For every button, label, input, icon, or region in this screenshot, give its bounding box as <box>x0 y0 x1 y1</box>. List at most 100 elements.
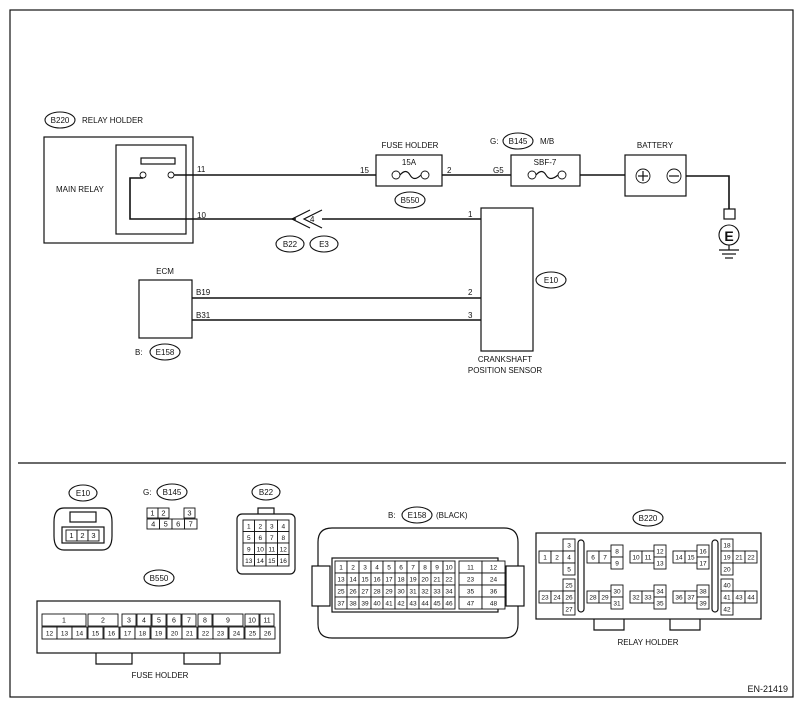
e10-pin-2: 2 <box>80 531 84 540</box>
e3-tag-label: E3 <box>319 240 329 249</box>
sbf-pin-g5: G5 <box>493 166 504 175</box>
b550-pinout-tag <box>143 569 175 587</box>
b220-pin-12: 12 <box>656 549 664 556</box>
e158-pin-36: 36 <box>490 589 498 596</box>
b22-pin-11: 11 <box>268 546 275 553</box>
b22-pin-12: 12 <box>280 546 288 553</box>
e158-pin-16: 16 <box>373 577 381 584</box>
b22-tag-label: B22 <box>283 240 298 249</box>
b22-pin-10: 10 <box>257 546 265 553</box>
e158-pin-9: 9 <box>435 565 439 572</box>
e158-pin-22: 22 <box>445 577 453 584</box>
b550-pin-25: 25 <box>249 631 257 638</box>
b220-divider-right <box>711 539 719 613</box>
b220-pin-8: 8 <box>615 549 619 556</box>
b220-pin-42-cell <box>720 602 734 616</box>
b220-pin-18: 18 <box>723 543 731 550</box>
b220-pin-9-cell <box>610 556 624 570</box>
e158-pin-26: 26 <box>349 589 357 596</box>
b550-pin-10: 10 <box>248 618 256 625</box>
b145-pin-1: 1 <box>150 509 154 518</box>
relay-pin-11: 11 <box>197 165 206 174</box>
fuse-holder-label: FUSE HOLDER <box>382 141 439 150</box>
b550-pin-19-cell <box>150 626 167 640</box>
b220-pin-33: 33 <box>644 595 652 602</box>
b550-pin-14: 14 <box>76 631 84 638</box>
b220-pin-44: 44 <box>747 595 755 602</box>
e158-pin-1: 1 <box>339 565 343 572</box>
e10-pinout-tag-label: E10 <box>76 489 91 498</box>
b550-tag <box>394 191 426 209</box>
b550-pin-21: 21 <box>186 631 194 638</box>
b145-pin-3-cell <box>183 507 196 519</box>
b145-tag <box>502 132 534 150</box>
e10-pinout-tag <box>68 484 98 502</box>
e158-pin-8: 8 <box>423 565 427 572</box>
b22-pin-16-cell <box>277 554 290 567</box>
b220-pin-1: 1 <box>543 555 547 562</box>
e10-latch <box>69 511 97 523</box>
b220-pin-44-cell <box>744 590 758 604</box>
e158-pin-47: 47 <box>467 601 475 608</box>
e158-pin-4: 4 <box>375 565 379 572</box>
e158-pin-17: 17 <box>385 577 393 584</box>
b550-pin-15-cell <box>87 626 104 640</box>
e158-pin-11: 11 <box>467 565 474 572</box>
b145-pinout-tag <box>156 483 188 501</box>
b550-pin-17: 17 <box>124 631 132 638</box>
e158-pin-48: 48 <box>490 601 498 608</box>
e10-pin-area <box>61 526 105 544</box>
b550-pin-9: 9 <box>226 618 230 625</box>
b550-pin-5: 5 <box>157 618 161 625</box>
b220-pin-21: 21 <box>735 555 743 562</box>
b220-pin-27: 27 <box>565 607 573 614</box>
e158-pin-2: 2 <box>351 565 355 572</box>
ecm-box <box>138 279 193 339</box>
b22-pin-14: 14 <box>257 558 265 565</box>
b145-tag-label: B145 <box>509 137 528 146</box>
relay-internal-wire <box>129 177 193 220</box>
e158-pin-30: 30 <box>397 589 405 596</box>
crankshaft-label-1: CRANKSHAFT <box>478 355 532 364</box>
b22-pin-3: 3 <box>270 523 274 530</box>
relay-contact-a <box>139 171 147 179</box>
b220-pin-28: 28 <box>589 595 597 602</box>
fuse-holder-box <box>375 154 443 187</box>
b220-pin-37: 37 <box>687 595 695 602</box>
b220-pin-27-cell <box>562 602 576 616</box>
b220-pin-20-cell <box>720 562 734 576</box>
e158-tag-top <box>149 343 181 361</box>
b220-pin-38: 38 <box>699 589 707 596</box>
fuse-pin-15: 15 <box>360 166 369 175</box>
b220-pin-43: 43 <box>735 595 743 602</box>
relay-holder-label: RELAY HOLDER <box>82 116 143 125</box>
b220-pin-20: 20 <box>723 567 731 574</box>
b220-pin-17-cell <box>696 556 710 570</box>
b220-tag-label: B220 <box>51 116 70 125</box>
b220-pin-36: 36 <box>675 595 683 602</box>
b22-pin-16: 16 <box>280 558 288 565</box>
b550-pin-4: 4 <box>142 618 146 625</box>
b550-pin-8: 8 <box>203 618 207 625</box>
b550-pin-23-cell <box>212 626 229 640</box>
b220-pin-14: 14 <box>675 555 683 562</box>
b145-pin-7-cell <box>184 518 198 530</box>
e158-pin-14: 14 <box>349 577 357 584</box>
e158-pin-27: 27 <box>361 589 369 596</box>
b550-pin-26-cell <box>259 626 276 640</box>
b22-pin-15: 15 <box>268 558 276 565</box>
b550-pin-9-cell <box>212 613 244 627</box>
e10-tag <box>535 271 567 289</box>
b220-pin-31-cell <box>610 596 624 610</box>
b550-pin-13: 13 <box>61 631 69 638</box>
doc-id: EN-21419 <box>747 684 788 694</box>
b220-pin-22-cell <box>744 550 758 564</box>
b220-pin-17: 17 <box>699 561 707 568</box>
b550-pin-3-cell <box>121 613 137 627</box>
b220-pin-39-cell <box>696 596 710 610</box>
b550-pin-12: 12 <box>46 631 54 638</box>
b550-tag-label: B550 <box>401 196 420 205</box>
e158-b-prefix: B: <box>388 511 396 520</box>
e10-pin-3: 3 <box>91 531 95 540</box>
